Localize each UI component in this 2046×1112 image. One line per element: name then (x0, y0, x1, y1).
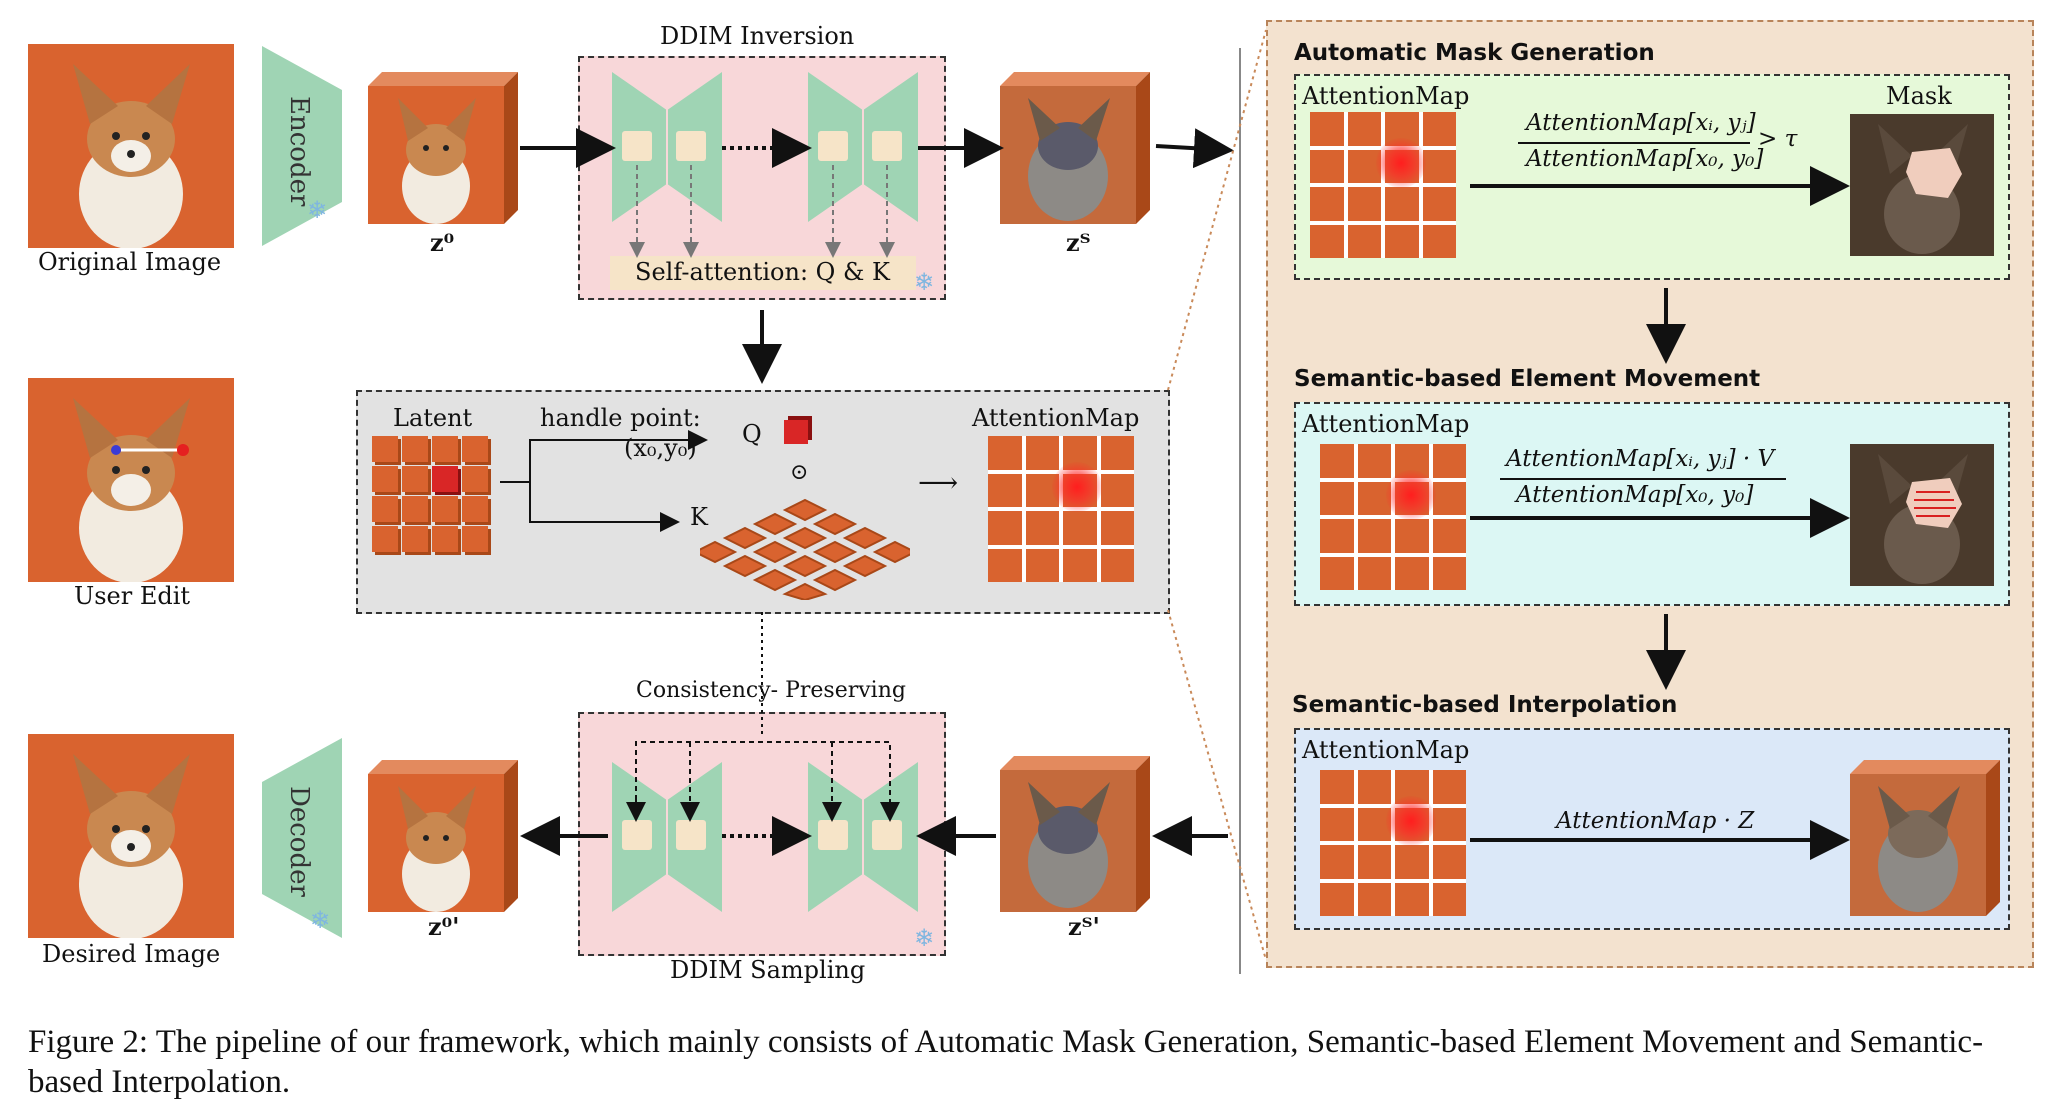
interp-formula: AttentionMap · Z (1556, 808, 1755, 834)
attention-heat (1052, 462, 1102, 512)
handle-coords-label: (x₀,y₀) (624, 434, 697, 462)
attention-heat (1386, 470, 1436, 520)
z0-prime-label: z⁰' (428, 912, 460, 941)
desired-image-label: Desired Image (42, 940, 221, 968)
desired-image (28, 734, 234, 938)
key-grid (700, 498, 910, 600)
feature-square (818, 820, 848, 850)
movement-formula-numerator: AttentionMap[xᵢ, yⱼ] · V (1506, 446, 1775, 472)
noisy-dog-icon (1000, 86, 1136, 224)
zT-cube (1000, 72, 1150, 224)
attention-map-center-label: AttentionMap (972, 404, 1140, 432)
noisy-dog-icon (1850, 774, 1986, 916)
element-movement-title: Semantic-based Element Movement (1294, 366, 1761, 392)
dog-photo-small-icon (398, 786, 476, 912)
dog-photo-edit-icon (73, 398, 190, 582)
z0-prime-cube (368, 760, 518, 912)
mask-formula-tail: > τ (1758, 126, 1798, 152)
snowflake-icon: ❄ (914, 924, 935, 952)
query-cube (784, 420, 808, 444)
figure-caption: Figure 2: The pipeline of our framework,… (28, 1024, 1984, 1100)
feature-square (622, 820, 652, 850)
dog-photo-icon (73, 64, 190, 248)
attention-map-center-grid (988, 436, 1134, 582)
feature-square (676, 131, 706, 161)
z0-label: z⁰ (430, 228, 455, 257)
movement-image (1850, 444, 1994, 586)
odot-label: ⊙ (790, 460, 809, 485)
zT-prime-label: zᵀ' (1068, 912, 1100, 941)
ddim-sampling-title: DDIM Sampling (670, 956, 866, 984)
feature-square (676, 820, 706, 850)
snowflake-icon: ❄ (307, 196, 328, 224)
k-label: K (690, 503, 708, 531)
self-attention-label: Self-attention: Q & K (635, 258, 890, 286)
feature-square (818, 131, 848, 161)
mask-attention-grid (1310, 112, 1456, 258)
movement-dog-icon (1878, 454, 1968, 584)
movement-attention-label: AttentionMap (1302, 410, 1470, 438)
user-edit-image (28, 378, 234, 582)
z0-cube (368, 72, 518, 224)
mask-formula-denominator: AttentionMap[x₀, y₀] (1526, 146, 1764, 172)
zT-prime-cube (1000, 756, 1150, 912)
movement-formula-bar (1500, 478, 1786, 480)
interp-cube (1850, 760, 2000, 916)
ddim-inversion-title: DDIM Inversion (660, 22, 855, 50)
feature-square (872, 820, 902, 850)
mask-label: Mask (1886, 82, 1952, 110)
mask-formula-numerator: AttentionMap[xᵢ, yⱼ] (1526, 110, 1756, 136)
snowflake-icon: ❄ (310, 906, 331, 934)
mask-dog-icon (1878, 124, 1968, 254)
decoder-label: Decoder (284, 786, 314, 897)
attention-heat (1386, 796, 1436, 846)
original-image-label: Original Image (38, 248, 222, 276)
interpolation-title: Semantic-based Interpolation (1292, 692, 1678, 718)
movement-attention-grid (1320, 444, 1466, 590)
mask-attention-label: AttentionMap (1302, 82, 1470, 110)
latent-grid (372, 436, 488, 552)
feature-square (622, 131, 652, 161)
latent-label: Latent (393, 404, 473, 432)
interp-attention-label: AttentionMap (1302, 736, 1470, 764)
original-image (28, 44, 234, 248)
mask-image (1850, 114, 1994, 256)
encoder-label: Encoder (284, 96, 314, 207)
attention-heat (1376, 138, 1426, 188)
dog-photo-small-icon (398, 98, 476, 224)
handle-point-label: handle point: (540, 404, 701, 432)
mask-formula-bar (1518, 142, 1750, 144)
user-edit-label: User Edit (74, 582, 191, 610)
interp-attention-grid (1320, 770, 1466, 916)
zT-label: zᵀ (1066, 228, 1091, 257)
map-arrow: ⟶ (918, 466, 959, 499)
q-label: Q (742, 420, 762, 448)
feature-square (872, 131, 902, 161)
consistency-preserving-label: Consistency- Preserving (636, 678, 906, 703)
movement-formula-denominator: AttentionMap[x₀, y₀] (1516, 482, 1754, 508)
snowflake-icon: ❄ (914, 268, 935, 296)
mask-generation-title: Automatic Mask Generation (1294, 40, 1655, 66)
noisy-dog-icon (1000, 770, 1136, 912)
dog-photo-desired-icon (73, 754, 190, 938)
self-attention-box (610, 256, 916, 290)
